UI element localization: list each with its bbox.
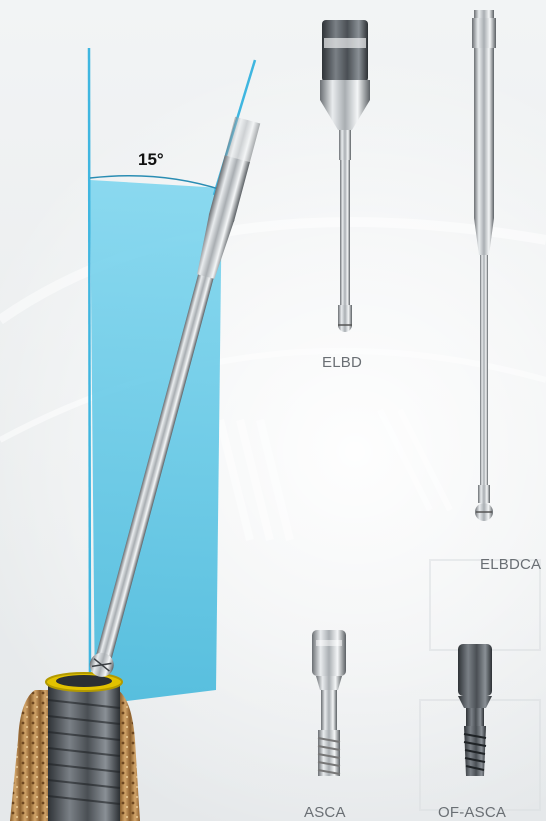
product-label-of-asca: OF-ASCA <box>438 804 507 821</box>
angled-driver <box>89 116 261 677</box>
elbd-driver <box>320 20 370 332</box>
background-stripes <box>0 217 546 811</box>
product-label-elbd: ELBD <box>322 354 362 371</box>
implant <box>45 672 123 821</box>
product-label-asca: ASCA <box>304 804 346 821</box>
angle-label: 15° <box>138 150 164 169</box>
elbdca-driver <box>472 10 496 521</box>
of-asca-screw <box>458 644 492 776</box>
product-label-elbdca: ELBDCA <box>480 556 542 573</box>
asca-screw <box>312 630 346 776</box>
